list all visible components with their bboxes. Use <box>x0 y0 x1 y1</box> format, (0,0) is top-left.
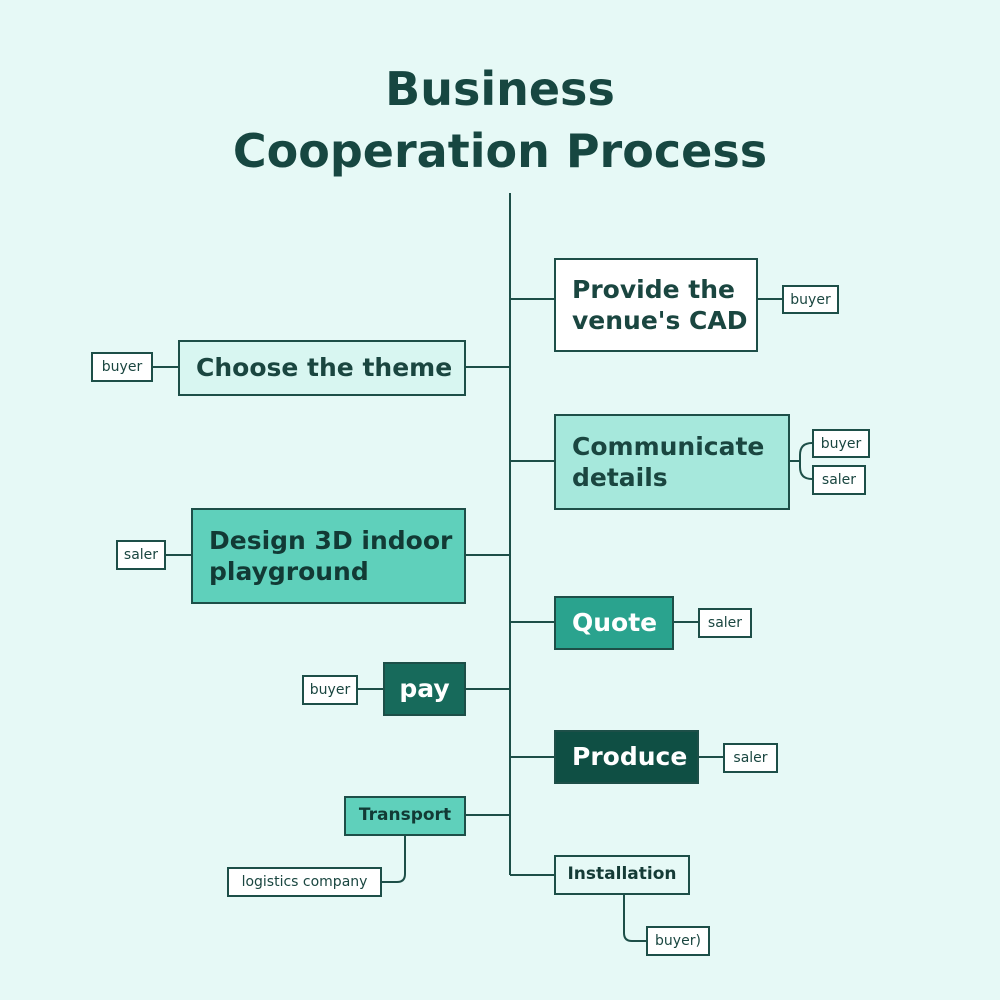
role-tag-communicate-saler: saler <box>812 465 866 495</box>
role-tag-pay-buyer: buyer <box>302 675 358 705</box>
role-tag-communicate-buyer: buyer <box>812 429 870 458</box>
role-tag-label: saler <box>707 615 743 631</box>
step-label-line: Produce <box>572 742 688 772</box>
title-line-1: Business <box>385 62 615 116</box>
step-label-line: Choose the theme <box>196 353 453 383</box>
step-installation: Installation <box>554 855 690 895</box>
role-link-communicate <box>790 442 813 480</box>
diagram-title: Business Cooperation Process <box>0 58 1000 182</box>
step-communicate-details: Communicate details <box>554 414 790 510</box>
role-tag-quote-saler: saler <box>698 608 752 638</box>
step-choose-theme: Choose the theme <box>178 340 466 396</box>
role-link-transport <box>382 836 406 883</box>
step-provide-venue-cad: Provide the venue's CAD <box>554 258 758 352</box>
role-tag-label: buyer <box>790 291 831 308</box>
step-label-line: Communicate <box>572 431 765 461</box>
step-label-line: venue's CAD <box>572 306 748 335</box>
step-label-line: pay <box>399 674 450 704</box>
step-transport: Transport <box>344 796 466 836</box>
role-tag-design-saler: saler <box>116 540 166 570</box>
step-produce: Produce <box>554 730 699 784</box>
role-tag-label: buyer <box>309 682 351 698</box>
role-tag-label: saler <box>733 750 768 766</box>
title-line-2: Cooperation Process <box>232 124 768 178</box>
role-tag-installation-buyer: buyer) <box>646 926 710 956</box>
role-tag-label: buyer <box>820 435 862 452</box>
role-link-installation <box>623 895 646 942</box>
step-label-line: Provide the <box>572 274 735 304</box>
step-label-line: Design 3D indoor <box>209 525 453 555</box>
role-tag-label: saler <box>821 472 857 488</box>
step-design-3d-playground: Design 3D indoor playground <box>191 508 466 604</box>
role-tag-cad-buyer: buyer <box>782 285 839 314</box>
role-tag-label: buyer <box>101 359 143 375</box>
role-tag-produce-saler: saler <box>723 743 778 773</box>
step-label-line: details <box>572 463 668 492</box>
step-label-line: playground <box>209 557 369 586</box>
step-label-line: Installation <box>567 864 677 885</box>
role-tag-theme-buyer: buyer <box>91 352 153 382</box>
step-label-line: Transport <box>358 805 452 826</box>
step-label-line: Quote <box>572 608 658 638</box>
role-tag-transport-logistics: logistics company <box>227 867 382 897</box>
step-pay: pay <box>383 662 466 716</box>
role-tag-label: saler <box>123 547 159 563</box>
role-tag-label: buyer) <box>655 933 701 949</box>
step-quote: Quote <box>554 596 674 650</box>
role-tag-label: logistics company <box>241 874 368 890</box>
